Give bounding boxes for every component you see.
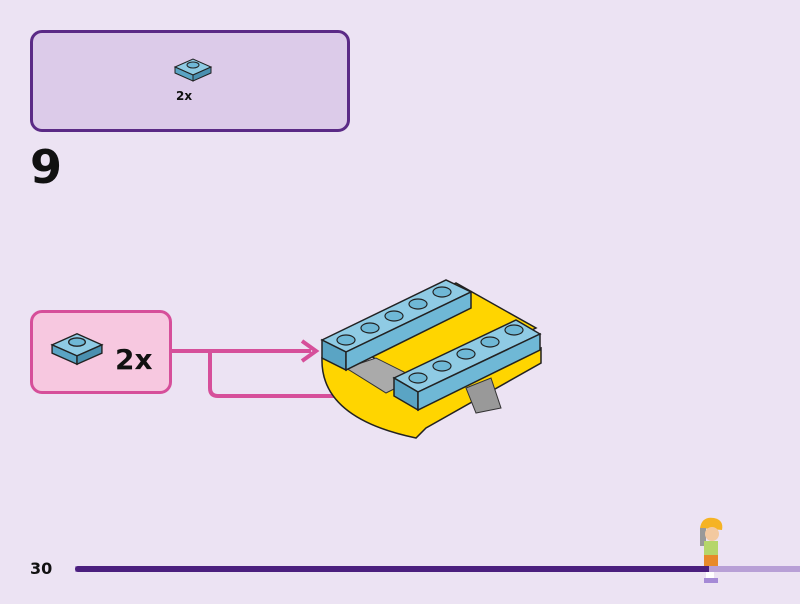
plate-icon	[173, 58, 213, 82]
callout-quantity: 2x	[115, 343, 153, 376]
plate-icon	[50, 333, 104, 366]
page-number: 30	[30, 559, 53, 578]
progress-bar	[75, 566, 800, 572]
step-number: 9	[30, 140, 63, 194]
parts-list-box: 2x	[30, 30, 350, 132]
callout-box: 2x	[30, 310, 172, 394]
progress-fill	[75, 566, 710, 572]
build-model	[320, 279, 542, 439]
minifigure-icon	[700, 517, 723, 583]
parts-quantity: 2x	[176, 89, 193, 103]
